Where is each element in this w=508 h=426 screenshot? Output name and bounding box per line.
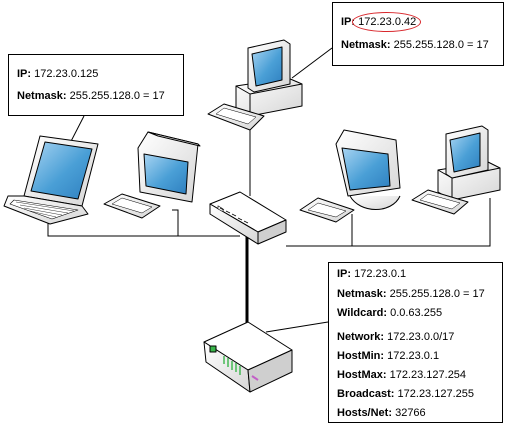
hostsnet-value: 32766 [395,407,426,419]
cable-desktop [172,209,179,236]
laptop-ip-callout: IP: 172.23.0.125 Netmask: 255.255.128.0 … [8,54,184,116]
ip-label: IP: [17,68,32,80]
wildcard-label: Wildcard: [337,307,388,319]
router-hostmin-row: HostMin: 172.23.0.1 [337,349,439,363]
router-icon [203,321,293,393]
router-hostmax-row: HostMax: 172.23.127.254 [337,368,466,382]
router-network-row: Network: 172.23.0.0/17 [337,330,454,344]
pc-ip-callout: IP: 172.23.0.42 Netmask: 255.255.128.0 =… [332,2,504,66]
hostmin-value: 172.23.0.1 [387,350,440,362]
tower-pc-icon [411,125,501,215]
cable-tower-right [352,198,491,247]
pc-netmask-row: Netmask: 255.255.128.0 = 17 [341,38,489,52]
router-netmask-row: Netmask: 255.255.128.0 = 17 [337,287,485,301]
hostmax-value: 172.23.127.254 [389,369,467,381]
router-broadcast-row: Broadcast: 172.23.127.255 [337,387,474,401]
network-value: 172.23.0.0/17 [387,331,455,343]
router-info-callout: IP: 172.23.0.1 Netmask: 255.255.128.0 = … [328,262,503,423]
broadcast-value: 172.23.127.255 [397,388,474,400]
router-wildcard-row: Wildcard: 0.0.63.255 [337,306,442,320]
router-hostsnet-row: Hosts/Net: 32766 [337,406,426,420]
cable-crt [286,214,353,247]
ip-value: 172.23.0.1 [354,268,407,280]
hostmax-label: HostMax: [337,369,387,381]
callout-leader-router [265,321,329,333]
broadcast-label: Broadcast: [337,388,395,400]
crt-monitor-icon [299,129,401,223]
cable-laptop [47,220,240,237]
switch-icon [209,191,287,245]
hostsnet-label: Hosts/Net: [337,407,393,419]
netmask-label: Netmask: [17,90,67,102]
callout-leader-pc [291,47,333,79]
tower-pc-icon [207,39,303,131]
laptop-netmask-row: Netmask: 255.255.128.0 = 17 [17,89,165,103]
ip-label: IP: [337,268,352,280]
ip-label: IP: [341,16,356,28]
netmask-label: Netmask: [337,288,387,300]
pc-ip-row: IP: 172.23.0.42 [341,12,422,32]
laptop-ip-row: IP: 172.23.0.125 [17,67,98,81]
ip-value: 172.23.0.125 [34,68,99,80]
wildcard-value: 0.0.63.255 [390,307,443,319]
netmask-value: 255.255.128.0 = 17 [69,90,165,102]
netmask-label: Netmask: [341,39,391,51]
router-ip-row: IP: 172.23.0.1 [337,267,406,281]
network-label: Network: [337,331,385,343]
hostmin-label: HostMin: [337,350,385,362]
netmask-value: 255.255.128.0 = 17 [393,39,489,51]
desktop-monitor-icon [103,131,201,219]
ip-value-highlighted: 172.23.0.42 [352,12,422,32]
netmask-value: 255.255.128.0 = 17 [389,288,485,300]
laptop-icon [3,135,99,225]
red-circle-highlight [352,12,422,32]
